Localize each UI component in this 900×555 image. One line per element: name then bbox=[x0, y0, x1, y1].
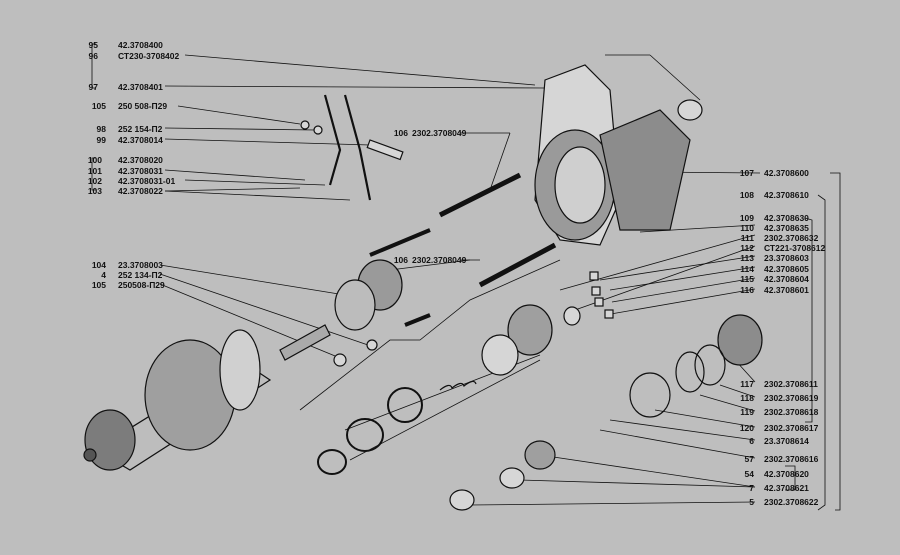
callout-number: 4 bbox=[101, 270, 106, 280]
armature-end-cap bbox=[219, 329, 261, 411]
part-number: 42.3708621 bbox=[764, 483, 809, 493]
part-number: СТ230-3708402 bbox=[118, 51, 180, 61]
callout-number: 112 bbox=[740, 243, 754, 253]
callout-number: 115 bbox=[740, 274, 754, 284]
part-number: 2302.3708622 bbox=[764, 497, 819, 507]
callout-number: 101 bbox=[87, 166, 102, 176]
armature-shaft bbox=[279, 324, 331, 361]
part-number: 42.3708605 bbox=[764, 264, 809, 274]
part-number: 250 508-П29 bbox=[118, 101, 168, 111]
callout-number: 6 bbox=[749, 436, 754, 446]
callout-number: 104 bbox=[91, 260, 106, 270]
snap-ring bbox=[317, 449, 347, 475]
lever-axle bbox=[366, 139, 404, 161]
part-number: 42.3708620 bbox=[764, 469, 809, 479]
callout-number: 106 bbox=[393, 255, 408, 265]
callout-number: 117 bbox=[740, 379, 754, 389]
part-number: 42.3708601 bbox=[764, 285, 809, 295]
part-number: 2302.3708619 bbox=[764, 393, 819, 403]
callout-number: 118 bbox=[740, 393, 754, 403]
part-number: 42.3708031-01 bbox=[118, 176, 176, 186]
callout-number: 106 bbox=[393, 128, 408, 138]
callout-number: 105 bbox=[91, 101, 106, 111]
callout-number: 96 bbox=[88, 51, 98, 61]
callout-number: 114 bbox=[740, 264, 754, 274]
shift-fork bbox=[323, 94, 372, 201]
commutator-end-housing bbox=[717, 314, 763, 366]
part-number: 42.3708610 bbox=[764, 190, 809, 200]
brush-plate bbox=[629, 372, 671, 418]
callout-number: 103 bbox=[87, 186, 102, 196]
part-number: 42.3708031 bbox=[118, 166, 163, 176]
part-number: 42.3708022 bbox=[118, 186, 163, 196]
part-number: 42.3708600 bbox=[764, 168, 809, 178]
through-bolt bbox=[438, 172, 522, 218]
brush-holder bbox=[524, 440, 556, 470]
callout-number: 110 bbox=[740, 223, 754, 233]
part-number: 23.3708003 bbox=[118, 260, 163, 270]
part-number: 252 154-П2 bbox=[118, 124, 163, 134]
leader-lines bbox=[91, 43, 841, 511]
callout-number: 7 bbox=[749, 483, 754, 493]
callout-number: 108 bbox=[739, 190, 754, 200]
ring bbox=[387, 387, 423, 423]
callout-number: 111 bbox=[740, 233, 754, 243]
part-number: 42.3708020 bbox=[118, 155, 163, 165]
callout-number: 113 bbox=[740, 253, 754, 263]
part-number: 2302.3708049 bbox=[412, 128, 467, 138]
part-number: 42.3708400 bbox=[118, 40, 163, 50]
part-number: СТ221-3708612 bbox=[764, 243, 826, 253]
part-number: 2302.3708632 bbox=[764, 233, 819, 243]
part-number: 42.3708630 bbox=[764, 213, 809, 223]
part-number: 2302.3708618 bbox=[764, 407, 819, 417]
callout-number: 57 bbox=[744, 454, 754, 464]
spring bbox=[439, 380, 477, 391]
part-number: 42.3708401 bbox=[118, 82, 163, 92]
bushing-95 bbox=[677, 99, 703, 121]
callout-number: 102 bbox=[87, 176, 102, 186]
callout-number: 97 bbox=[88, 82, 98, 92]
parts bbox=[83, 64, 763, 511]
part-number: 252 134-П2 bbox=[118, 270, 163, 280]
callout-number: 120 bbox=[739, 423, 754, 433]
callout-number: 109 bbox=[739, 213, 754, 223]
part-number: 23.3708603 bbox=[764, 253, 809, 263]
part-number: 42.3708014 bbox=[118, 135, 163, 145]
part-number: 42.3708635 bbox=[764, 223, 809, 233]
callout-number: 54 bbox=[744, 469, 754, 479]
part-number: 23.3708614 bbox=[764, 436, 809, 446]
commutator bbox=[84, 409, 136, 471]
part-number: 2302.3708611 bbox=[764, 379, 818, 389]
part-number: 2302.3708617 bbox=[764, 423, 819, 433]
part-number: 2302.3708049 bbox=[412, 255, 467, 265]
drive-sleeve bbox=[507, 304, 553, 356]
solenoid bbox=[599, 109, 691, 231]
callout-number: 95 bbox=[88, 40, 98, 50]
callout-number: 98 bbox=[96, 124, 106, 134]
part-number: 42.3708604 bbox=[764, 274, 809, 284]
part-number: 250508-П29 bbox=[118, 280, 165, 290]
callout-number: 116 bbox=[740, 285, 754, 295]
callout-number: 107 bbox=[739, 168, 754, 178]
part-number: 2302.3708616 bbox=[764, 454, 819, 464]
callout-number: 100 bbox=[87, 155, 102, 165]
callout-number: 5 bbox=[749, 497, 754, 507]
callout-number: 105 bbox=[91, 280, 106, 290]
callout-number: 119 bbox=[740, 407, 754, 417]
callout-number: 99 bbox=[96, 135, 106, 145]
washer bbox=[563, 306, 581, 326]
